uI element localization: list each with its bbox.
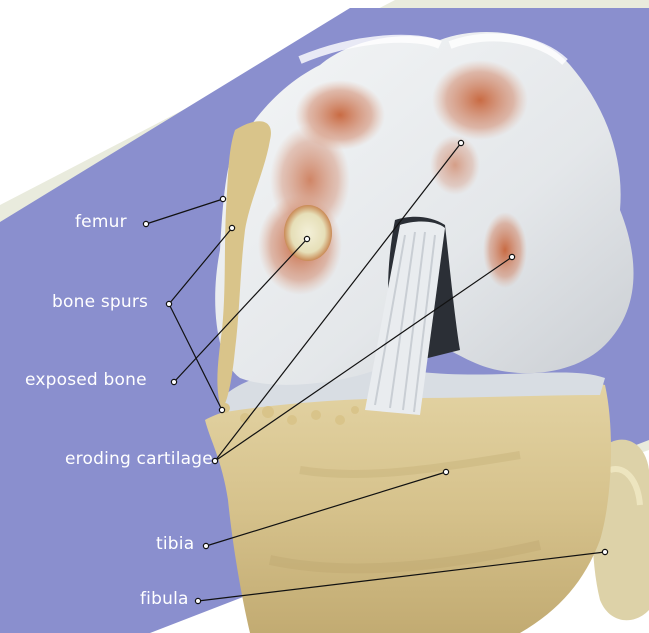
label-exposed-bone: exposed bone <box>25 370 147 390</box>
label-tibia: tibia <box>156 534 194 554</box>
label-bone-spurs: bone spurs <box>52 292 148 312</box>
tibia-bone <box>205 381 611 633</box>
exposed-bone-patch <box>284 205 332 261</box>
label-eroding-cartilage: eroding cartilage <box>65 449 213 469</box>
label-fibula: fibula <box>140 589 189 609</box>
label-femur: femur <box>75 212 127 232</box>
